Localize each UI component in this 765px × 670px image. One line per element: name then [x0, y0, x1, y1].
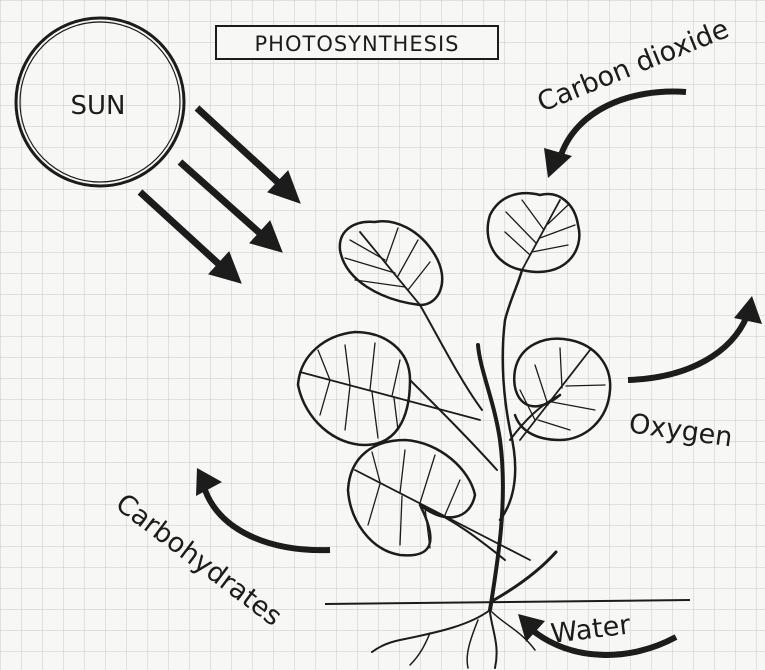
page-title: PHOTOSYNTHESIS	[255, 32, 460, 56]
sun-label: SUN	[71, 91, 126, 121]
title-box: PHOTOSYNTHESIS	[216, 26, 498, 59]
